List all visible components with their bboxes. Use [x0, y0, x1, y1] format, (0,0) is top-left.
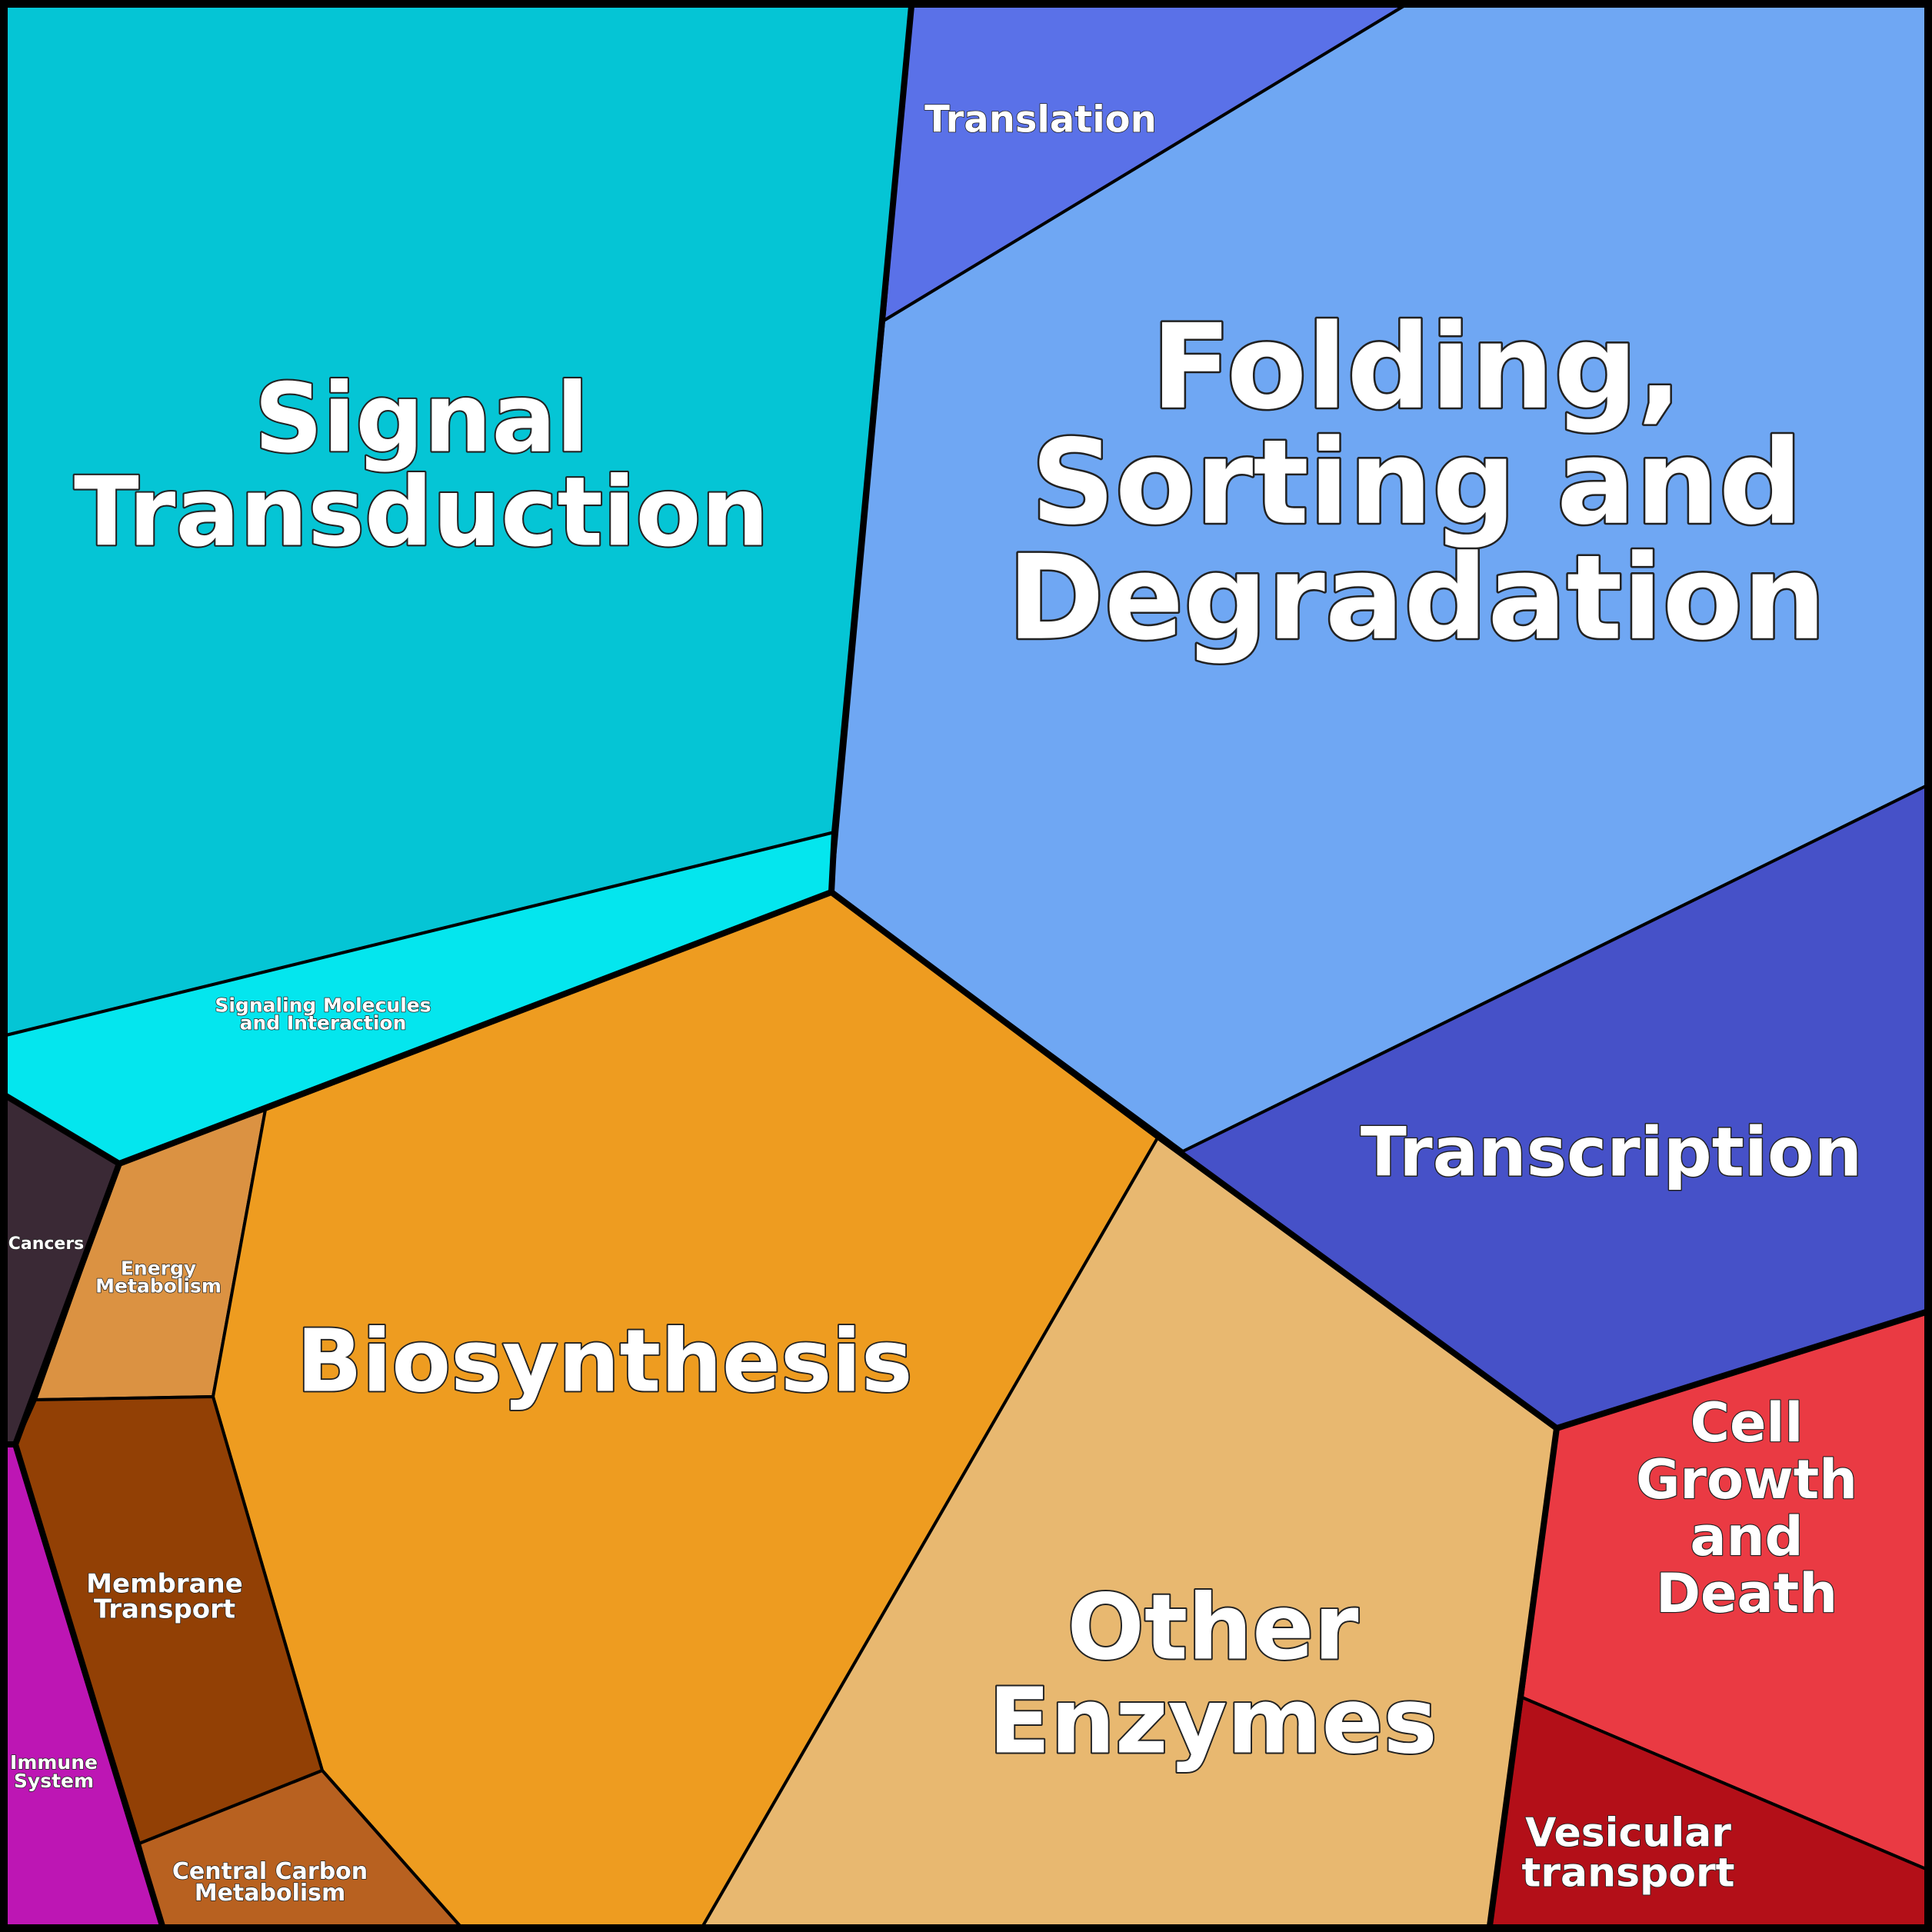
- label-line: Degradation: [1008, 530, 1826, 666]
- label-line: Death: [1656, 1562, 1837, 1625]
- label-cancers: Cancers: [8, 1234, 85, 1254]
- group-border: [828, 5, 914, 893]
- label-line: and Interaction: [240, 1012, 407, 1034]
- group-border: [1487, 1427, 1560, 1927]
- label-line: Vesicular: [1525, 1810, 1731, 1857]
- label-line: Other: [1068, 1574, 1359, 1680]
- label-line: Translation: [924, 98, 1157, 141]
- label-line: Immune: [10, 1751, 98, 1774]
- label-line: Energy: [121, 1257, 196, 1280]
- label-line: Membrane: [86, 1569, 243, 1600]
- label-translation: Translation: [924, 98, 1157, 141]
- label-line: Folding,: [1151, 299, 1682, 435]
- label-line: Cell: [1690, 1391, 1804, 1454]
- label-biosynthesis: Biosynthesis: [296, 1311, 912, 1411]
- group-border: [118, 889, 1927, 1431]
- label-line: Enzymes: [988, 1667, 1437, 1774]
- label-line: Transduction: [74, 458, 769, 568]
- label-line: Sorting and: [1031, 415, 1802, 551]
- label-line: Signal: [254, 364, 588, 475]
- label-line: System: [14, 1770, 94, 1792]
- label-line: Growth: [1636, 1448, 1857, 1511]
- cells-layer: [5, 5, 1927, 1927]
- label-line: Biosynthesis: [296, 1311, 912, 1411]
- label-line: Signaling Molecules: [215, 994, 431, 1017]
- label-line: transport: [1521, 1850, 1734, 1897]
- label-line: Metabolism: [195, 1880, 346, 1907]
- label-line: Transcription: [1361, 1113, 1862, 1192]
- label-transcription: Transcription: [1361, 1113, 1862, 1192]
- label-line: and: [1690, 1505, 1803, 1568]
- label-line: Metabolism: [95, 1275, 222, 1297]
- label-line: Transport: [94, 1594, 235, 1625]
- label-line: Central Carbon: [172, 1858, 368, 1885]
- group-border: [4, 1093, 165, 1927]
- label-line: Cancers: [8, 1234, 85, 1254]
